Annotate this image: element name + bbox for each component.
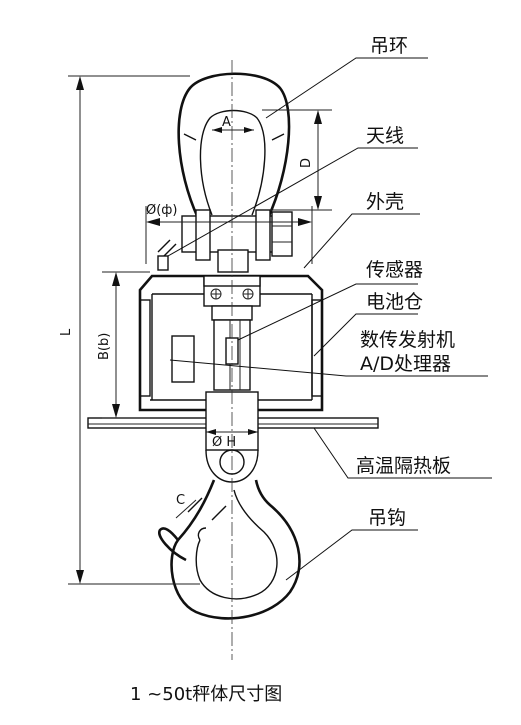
label-hook: 吊钩 [368,507,406,529]
label-heat-shield: 高温隔热板 [356,455,451,477]
dimension-l: L [59,75,200,585]
figure-caption: 1 ~50t秤体尺寸图 [130,684,282,705]
dimension-l-label: L [59,328,74,336]
dimension-d-label: D [299,158,314,168]
label-processor: A/D处理器 [360,353,451,375]
label-housing: 外壳 [366,191,404,213]
hook [158,479,301,620]
dimension-a: A [212,115,254,133]
battery-box [171,335,195,383]
dimension-phi: Ø(ф) [145,203,313,264]
label-transmitter: 数传发射机 [360,329,455,351]
label-sensor: 传感器 [366,259,423,281]
shackle-bracket [181,209,293,273]
dimension-d: D [262,109,332,211]
dimension-b-label: B(b) [97,333,112,360]
dimension-c-label: C [176,493,185,508]
antenna [157,239,177,271]
dimension-phi-label: Ø(ф) [146,203,178,218]
leader-lines [167,57,492,581]
shackle [177,72,291,219]
dimension-h-label: Ø H [212,435,236,450]
dimension-c: C [175,493,197,519]
dimension-a-label: A [222,115,231,130]
label-shackle: 吊环 [370,35,408,57]
dimension-h: Ø H [206,429,258,450]
dimension-b: B(b) [97,271,150,419]
label-battery: 电池仓 [366,291,423,313]
label-antenna: 天线 [366,125,404,147]
